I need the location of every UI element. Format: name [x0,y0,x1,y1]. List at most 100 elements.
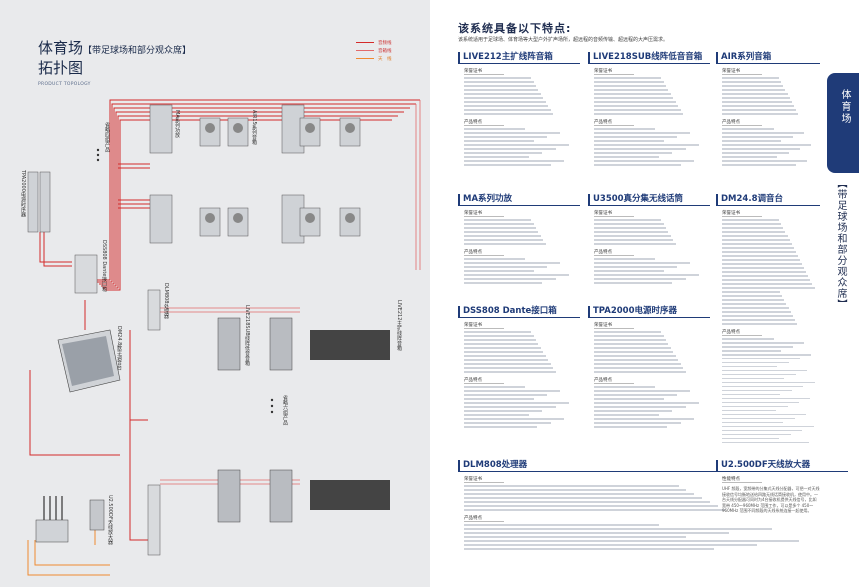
text-line [722,377,785,380]
text-line [594,140,664,142]
text-line [594,282,673,284]
features-heading: 该系统具备以下特点: [458,22,572,35]
perf-label: 性能特点 [722,476,762,483]
label-live212: LIVE212主扩线阵音箱 [396,300,402,351]
text-line [594,113,684,115]
legend: 音频线 音箱线 天 线 [356,40,392,64]
text-line [594,394,677,396]
text-line [464,501,710,503]
text-line [464,105,549,107]
text-line [464,278,556,280]
features-label: 产品特点 [722,119,762,126]
text-line [464,386,525,388]
product-card-title: LIVE212主扩线阵音箱 [458,52,580,64]
text-line [722,113,798,115]
text-line [722,279,811,281]
text-line [464,544,757,546]
product-card-title: DM24.8调音台 [716,194,820,206]
text-line [722,255,798,257]
text-line [594,136,677,138]
text-line [464,485,679,487]
topology-subtitle: PRODUCT TOPOLOGY [38,82,91,87]
features-label: 产品特点 [464,377,504,384]
text-line [464,156,529,158]
text-line [464,77,532,79]
text-line [722,156,778,158]
text-line [722,429,803,432]
text-line [464,493,695,495]
text-line [464,343,539,345]
text-line [464,497,702,499]
text-line [722,319,795,321]
text-line [722,365,778,368]
text-line [594,390,691,392]
text-line [594,258,655,260]
text-line [464,339,536,341]
text-line [722,307,789,309]
text-line [722,311,791,313]
text-line [722,421,784,424]
page-title: 体育场【带足球场和部分观众席】 拓扑图 [38,40,191,77]
honor-label: 荣誉证书 [464,476,504,483]
text-line [722,357,800,360]
features-label: 产品特点 [464,515,504,522]
text-line [594,109,681,111]
product-card: LIVE212主扩线阵音箱荣誉证书产品特点 [458,52,580,192]
text-line [464,136,547,138]
wireless-mics [43,496,63,520]
category-tab[interactable]: 体育场 [827,73,859,173]
text-line [722,239,790,241]
text-line [464,258,525,260]
text-line [722,299,785,301]
text-line [594,89,669,91]
text-line [722,148,800,150]
title-line1: 体育场 [38,39,84,57]
tpa2000-rack [27,171,51,233]
text-line [594,262,691,264]
honor-label: 荣誉证书 [722,68,762,75]
text-line [722,275,809,277]
text-line [722,140,782,142]
text-line [594,422,681,424]
text-line [594,414,659,416]
product-description: UHF 频段，宽频带的分集式天线分配器，可把一对天线接收信号均衡地送给四路无线话… [722,486,820,513]
text-line [464,528,773,530]
product-card-title: MA系列功放 [458,194,580,206]
text-line [594,105,679,107]
text-line [722,227,784,229]
text-line [464,418,565,420]
dlm808-bottom [147,484,161,556]
text-line [722,81,782,83]
label-dss: DSS808 Dante接口箱 [101,240,107,292]
honor-label: 荣誉证书 [594,210,634,217]
text-line [722,353,812,356]
product-card-title: U3500真分集无线话筒 [588,194,710,206]
text-line [464,282,543,284]
text-line [722,223,782,225]
text-line [464,270,534,272]
text-line [722,144,812,146]
product-card-title: DSS808 Dante接口箱 [458,306,580,318]
text-line [722,101,792,103]
dss808-unit [74,254,98,294]
label-live218: LIVE218SUB线阵低音音箱 [244,305,250,366]
text-line [722,322,797,325]
text-line [594,359,679,361]
text-line [464,406,556,408]
features-label: 产品特点 [464,119,504,126]
text-line [594,81,664,83]
text-line [722,77,780,79]
ellipsis-dots [96,148,274,414]
text-line [722,393,781,396]
text-line [722,385,804,388]
text-line [594,418,695,420]
text-line [594,148,686,150]
text-line [594,402,699,404]
text-line [722,315,793,317]
text-line [722,345,793,348]
text-line [594,266,677,268]
label-dlm: DLM808处理器 [163,283,169,319]
text-line [594,223,664,225]
topology-diagram [27,99,421,576]
text-line [594,243,676,245]
